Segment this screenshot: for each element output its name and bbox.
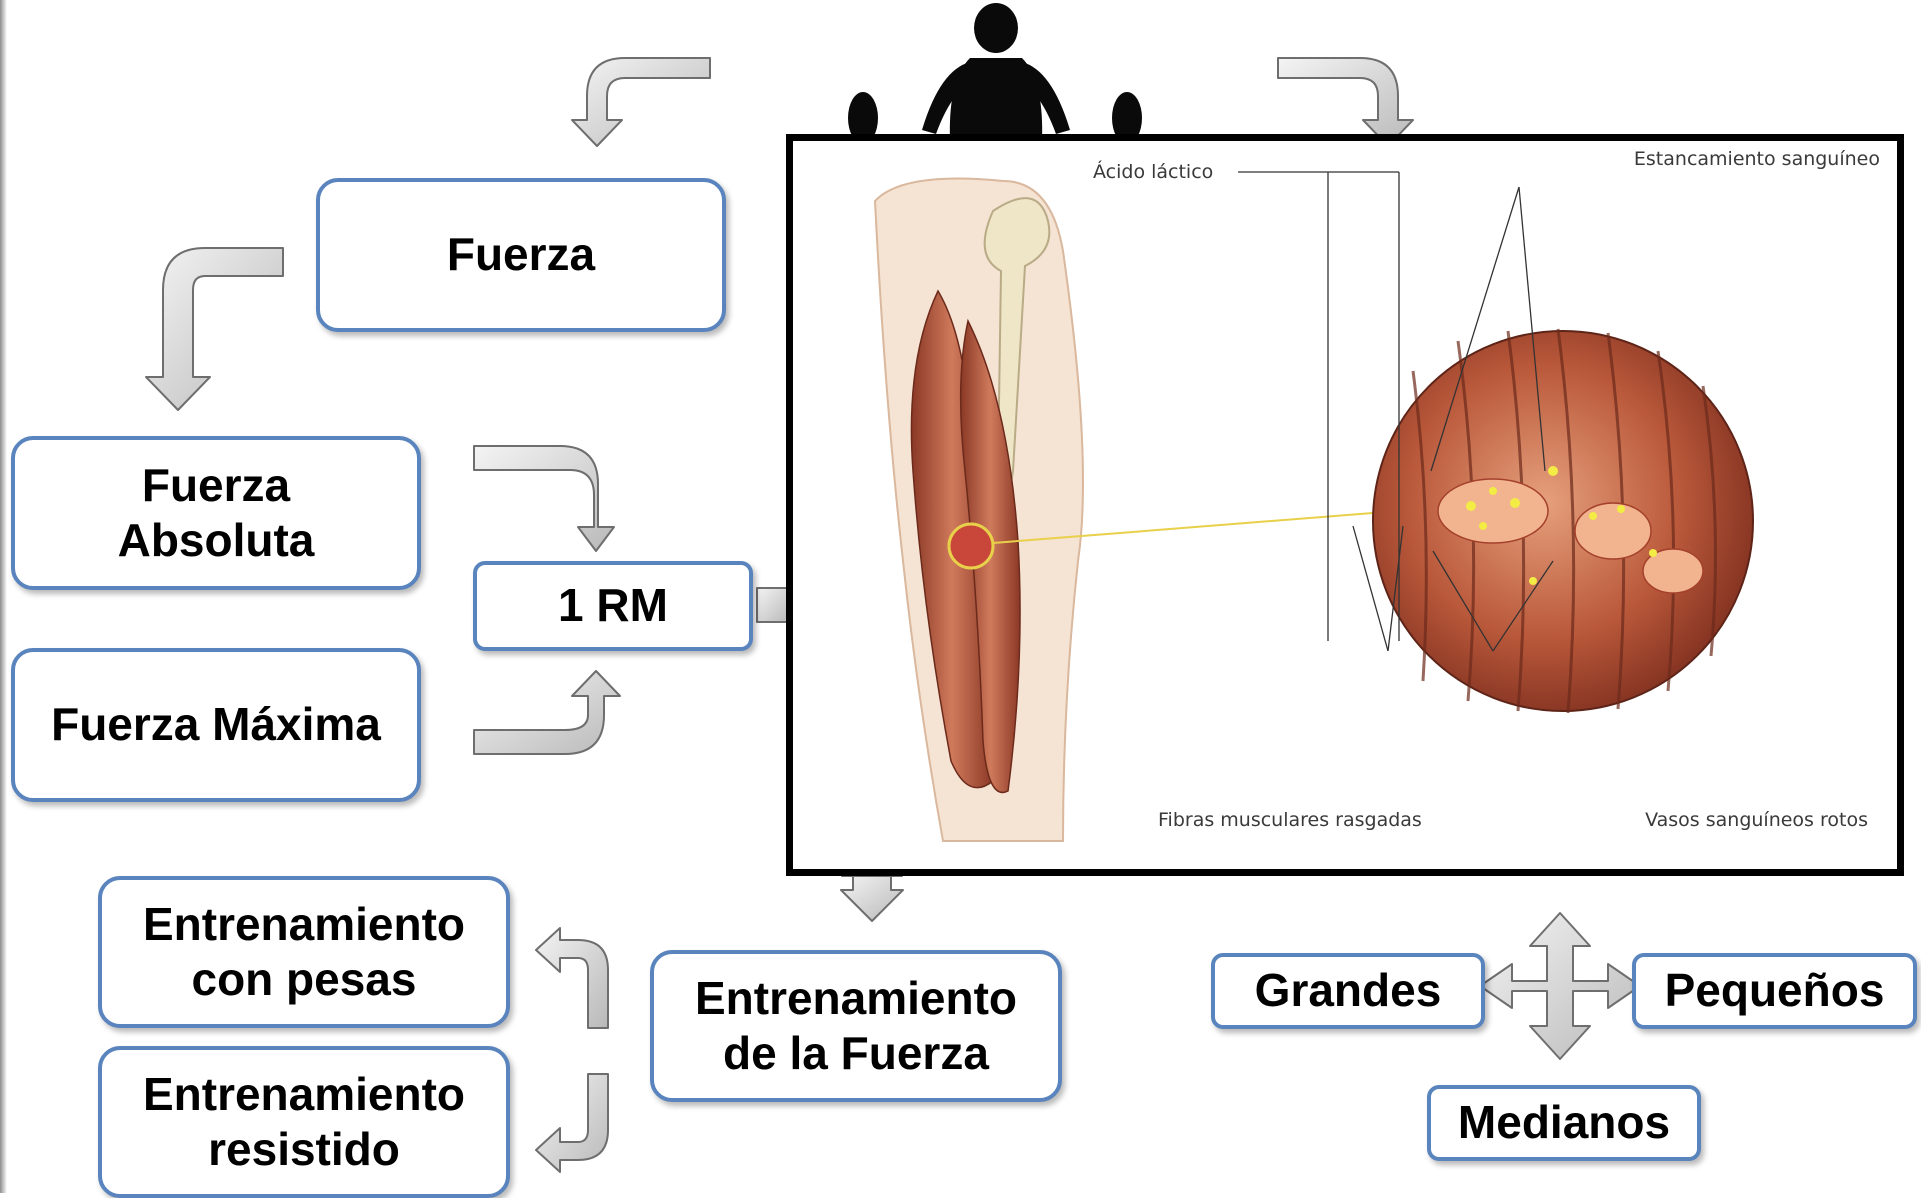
entrenamiento-resistido-label: Entrenamiento resistido <box>143 1067 465 1177</box>
entrenamiento-pesas-box: Entrenamiento con pesas <box>98 876 510 1028</box>
fuerza-maxima-label: Fuerza Máxima <box>51 697 381 752</box>
fuerza-box: Fuerza <box>316 178 726 332</box>
label-estancamiento: Estancamiento sanguíneo <box>1634 148 1880 170</box>
label-fibras: Fibras musculares rasgadas <box>1158 809 1422 831</box>
connector-1rm-to-image <box>757 588 789 622</box>
entrenamiento-fuerza-box: Entrenamiento de la Fuerza <box>650 950 1062 1102</box>
entrenamiento-resistido-box: Entrenamiento resistido <box>98 1046 510 1198</box>
injury-spot <box>949 524 993 568</box>
arrow-top-right <box>1278 58 1413 146</box>
label-vasos: Vasos sanguíneos rotos <box>1645 809 1868 831</box>
medianos-box: Medianos <box>1427 1085 1701 1161</box>
weightlifter-silhouette-icon <box>830 0 1150 140</box>
pequenos-box: Pequeños <box>1632 953 1917 1029</box>
arrow-fuerza-to-absoluta <box>146 248 283 410</box>
arrow-to-pesas <box>536 928 608 1028</box>
grandes-label: Grandes <box>1255 963 1442 1018</box>
arrow-into-fuerza <box>572 58 710 146</box>
grandes-box: Grandes <box>1211 953 1485 1029</box>
entrenamiento-fuerza-label: Entrenamiento de la Fuerza <box>695 971 1017 1081</box>
muscle-injury-figure: Ácido láctico Estancamiento sanguíneo Fi… <box>786 134 1904 876</box>
muscle-illustration: Ácido láctico Estancamiento sanguíneo Fi… <box>793 141 1897 869</box>
arrow-maxima-to-1rm <box>474 671 620 754</box>
arrow-absoluta-to-1rm <box>474 446 614 551</box>
medianos-label: Medianos <box>1458 1095 1670 1150</box>
one-rm-box: 1 RM <box>473 561 753 651</box>
label-acido-lactico: Ácido láctico <box>1093 160 1213 183</box>
arrow-to-resistido <box>536 1074 608 1172</box>
fuerza-absoluta-label: Fuerza Absoluta <box>118 458 315 568</box>
entrenamiento-pesas-label: Entrenamiento con pesas <box>143 897 465 1007</box>
fuerza-maxima-box: Fuerza Máxima <box>11 648 421 802</box>
four-way-arrow <box>1480 913 1640 1059</box>
one-rm-label: 1 RM <box>558 578 668 633</box>
fuerza-label: Fuerza <box>447 227 595 282</box>
fuerza-absoluta-box: Fuerza Absoluta <box>11 436 421 590</box>
pequenos-label: Pequeños <box>1665 963 1885 1018</box>
magnified-view <box>1373 331 1753 711</box>
